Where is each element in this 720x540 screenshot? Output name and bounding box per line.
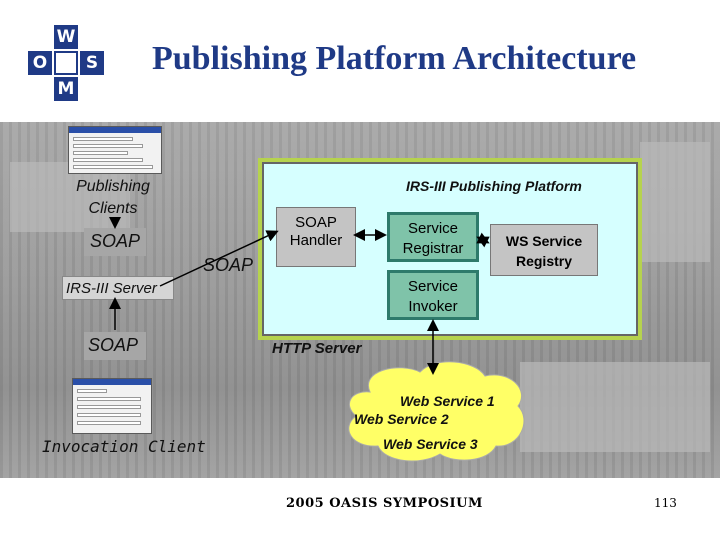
web-service-2: Web Service 2: [354, 411, 449, 427]
web-service-1: Web Service 1: [400, 393, 495, 409]
web-service-3: Web Service 3: [383, 436, 478, 452]
ws-registry-line2: Registry: [515, 253, 573, 269]
invocation-client-label: Invocation Client: [42, 437, 206, 456]
soap-left-bottom-box: [84, 332, 146, 360]
publishing-clients-label: Publishing Clients: [76, 178, 150, 217]
service-invoker-box: Service Invoker: [387, 270, 479, 320]
service-invoker-line1: Service: [407, 278, 459, 295]
soap-left-top-label: SOAP: [90, 231, 141, 251]
service-registrar-line2: Registrar: [402, 240, 464, 257]
service-invoker-line2: Invoker: [408, 298, 458, 315]
arrow-soap-line: [159, 230, 279, 287]
platform-title: IRS-III Publishing Platform: [406, 178, 582, 194]
soap-handler-line2: Handler: [289, 232, 343, 249]
arrow-registrar-registry: [476, 232, 490, 248]
logo-center-glyph: [54, 51, 78, 75]
ws-registry-box: WS Service Registry: [490, 224, 598, 276]
invocation-client-screenshot: [72, 378, 152, 434]
page-number: 113: [654, 496, 677, 510]
irs-server-label: IRS-III Server: [66, 280, 157, 297]
logo-letter-left: O: [28, 51, 52, 75]
ws-registry-line1: WS Service: [505, 233, 583, 249]
soap-handler-line1: SOAP: [295, 214, 337, 231]
footer-text: 2005 OASIS SYMPOSIUM: [286, 496, 483, 511]
logo-letter-bottom: M: [54, 77, 78, 101]
soap-left-top-box: [84, 228, 146, 256]
service-registrar-line1: Service: [407, 220, 459, 237]
slide-title: Publishing Platform Architecture: [152, 40, 637, 77]
publishing-client-screenshot: [68, 126, 162, 174]
logo-letter-right: S: [80, 51, 104, 75]
photo-building: [640, 142, 710, 262]
http-server-label: HTTP Server: [272, 340, 362, 357]
logo-letter-top: W: [54, 25, 78, 49]
photo-building: [520, 362, 710, 452]
soap-handler-box: SOAP Handler: [276, 207, 356, 267]
soap-left-bottom-label: SOAP: [88, 335, 139, 355]
